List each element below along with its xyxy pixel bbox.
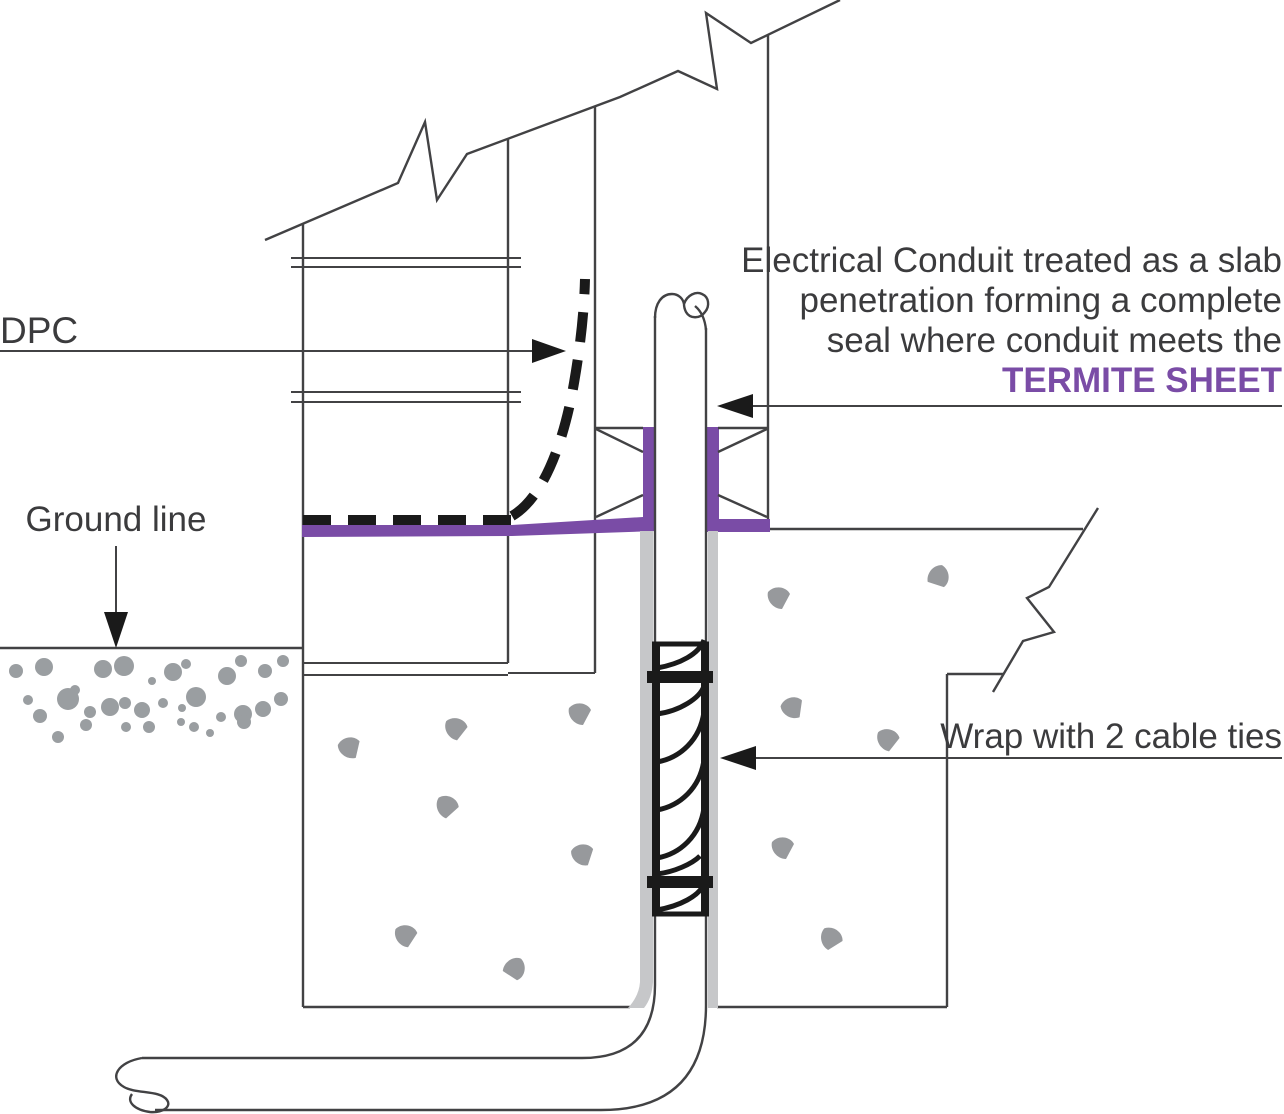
dot: [237, 715, 251, 729]
ground: Ground line: [0, 500, 303, 743]
conduit-cap-right-joint: [694, 305, 708, 331]
packer-diagonal: [717, 493, 768, 519]
termite-sheet: [302, 427, 770, 537]
brick-wall: [291, 35, 770, 1007]
conduit-note-line3: seal where conduit meets the: [827, 321, 1282, 360]
packer-diagonal: [717, 427, 768, 454]
conduit-broken-end-squiggle: [115, 1056, 170, 1114]
cable-tie-bottom: [647, 876, 713, 888]
cable-tie-top: [647, 671, 713, 683]
dot: [255, 701, 271, 717]
dot: [148, 677, 156, 685]
dot: [119, 697, 131, 709]
conduit-note-line2: penetration forming a complete: [800, 281, 1283, 320]
speckle: [569, 842, 596, 868]
dot: [206, 729, 214, 737]
conduit-hole-sleeve: [628, 531, 718, 1008]
dot: [134, 702, 150, 718]
wall-break-line: [264, 0, 841, 242]
dot: [114, 656, 134, 676]
dot: [181, 659, 191, 669]
dot: [164, 663, 182, 681]
ground-line-label: Ground line: [26, 500, 207, 539]
dpc-leader-arrowhead: [532, 339, 566, 363]
dot: [101, 698, 119, 716]
dpc-label: DPC: [0, 310, 78, 351]
ground-speckle-dots: [9, 655, 289, 743]
wrap-hatch-arc: [656, 711, 707, 765]
break-line-polyline: [264, 0, 841, 242]
speckle: [815, 924, 846, 955]
dot: [80, 719, 92, 731]
dot: [35, 658, 53, 676]
speckle: [336, 734, 364, 762]
dot: [57, 688, 79, 710]
conduit-note-line1: Electrical Conduit treated as a slab: [741, 241, 1282, 280]
dot: [216, 712, 226, 722]
cable-ties-arrowhead: [720, 746, 756, 770]
speckle: [442, 716, 469, 742]
dot: [121, 722, 131, 732]
dot: [186, 687, 206, 707]
dot: [84, 706, 96, 718]
dot: [277, 655, 289, 667]
packer-diagonal: [595, 493, 644, 519]
termite-sheet-upturn-left: [643, 427, 656, 531]
termite-sheet-horizontal-left: [302, 517, 656, 537]
concrete-slab: [303, 507, 1100, 1009]
dot: [189, 722, 199, 732]
annotations: Electrical Conduit treated as a slab pen…: [717, 241, 1282, 770]
dot: [258, 664, 272, 678]
dot: [158, 698, 168, 708]
wrap-hatch-arc: [656, 638, 707, 671]
conduit-outer-wall: [155, 328, 708, 1112]
dot: [9, 664, 23, 678]
wrap-spiral-hatching: [656, 638, 707, 913]
conduit-broken-end-cap: [653, 291, 710, 319]
sleeve-left: [628, 531, 653, 1008]
conduit-inner-wall: [142, 316, 657, 1060]
speckle: [432, 793, 461, 822]
speckle: [502, 956, 526, 981]
dot: [23, 695, 33, 705]
dot: [177, 718, 185, 726]
speckle: [568, 703, 591, 725]
sleeve-right: [708, 531, 718, 1008]
speckle: [874, 727, 901, 753]
cable-tie-wrap: [647, 638, 713, 917]
dot: [178, 704, 186, 712]
dot: [274, 692, 288, 706]
speckle: [778, 694, 808, 723]
termite-note-arrowhead: [717, 394, 753, 418]
bottom-plate-packers: [595, 426, 768, 519]
speckle: [767, 587, 790, 609]
termite-sheet-horizontal-right: [706, 519, 770, 532]
slab-break-line: [991, 507, 1100, 693]
speckle: [925, 563, 951, 590]
wrap-hatch-arc: [656, 684, 707, 717]
speckle: [393, 924, 418, 948]
ground-label-arrowhead: [104, 612, 128, 648]
wrap-hatch-arc: [656, 854, 702, 877]
dot: [33, 709, 47, 723]
wrap-hatch-arc: [656, 807, 707, 861]
speckle: [771, 837, 794, 859]
termite-sheet-upturn-right: [706, 427, 719, 531]
dot: [218, 667, 236, 685]
dpc-membrane: DPC: [0, 278, 590, 525]
termite-sheet-label: TERMITE SHEET: [1002, 361, 1282, 400]
dot: [94, 660, 112, 678]
dpc-dashed-curve: [509, 278, 590, 521]
cable-ties-label: Wrap with 2 cable ties: [940, 717, 1282, 756]
electrical-conduit: [115, 291, 710, 1114]
dot: [143, 721, 155, 733]
wrap-hatch-arc: [656, 759, 707, 813]
packer-diagonal: [595, 427, 644, 454]
dot: [52, 731, 64, 743]
dot: [235, 655, 247, 667]
